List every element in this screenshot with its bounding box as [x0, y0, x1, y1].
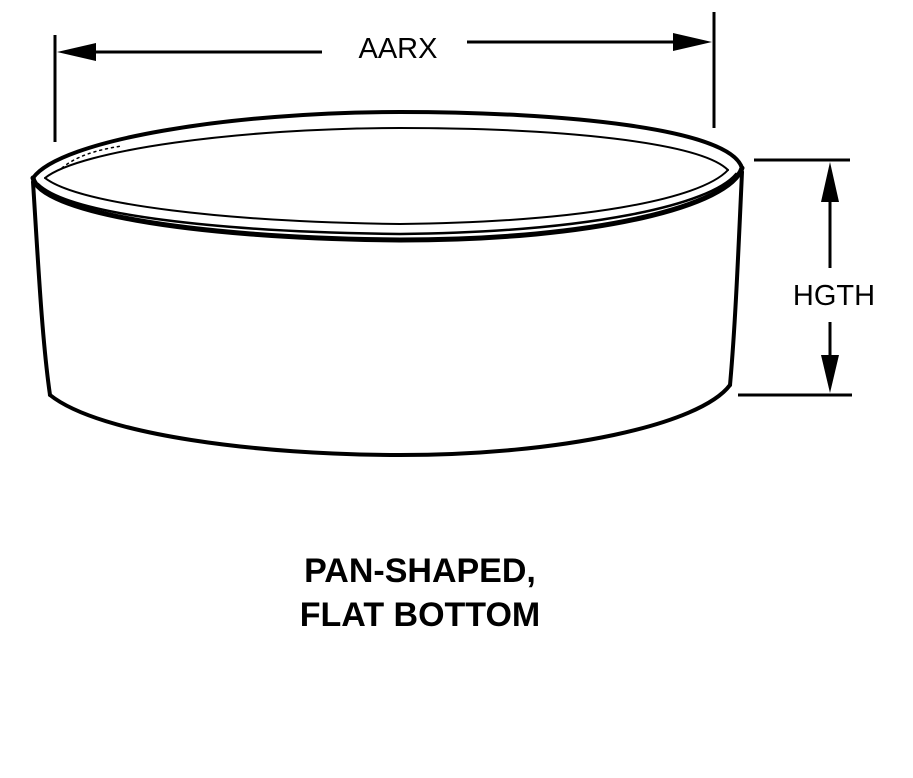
height-label: HGTH: [793, 280, 875, 312]
pan-rim-front-edge: [30, 165, 745, 243]
pan-inner-rim-back: [44, 127, 729, 179]
pan-side-wall-right: [728, 170, 744, 387]
pan-inner-rim-front: [44, 169, 729, 225]
caption-line-2: FLAT BOTTOM: [300, 596, 540, 634]
height-dimension: [738, 158, 852, 397]
pan-illustration: [30, 110, 745, 457]
pan-rim-top-edge: [31, 110, 744, 180]
width-arrowhead-left: [57, 43, 96, 61]
pan-bottom-edge: [48, 383, 732, 457]
height-arrowhead-bottom: [821, 355, 839, 393]
width-label: AARX: [359, 33, 438, 65]
pan-side-wall-left: [31, 180, 52, 397]
width-arrowhead-right: [673, 33, 712, 51]
caption-line-1: PAN-SHAPED,: [304, 552, 536, 590]
width-dimension: [53, 12, 716, 142]
height-arrowhead-top: [821, 162, 839, 202]
pan-rim-lip: [36, 172, 738, 236]
